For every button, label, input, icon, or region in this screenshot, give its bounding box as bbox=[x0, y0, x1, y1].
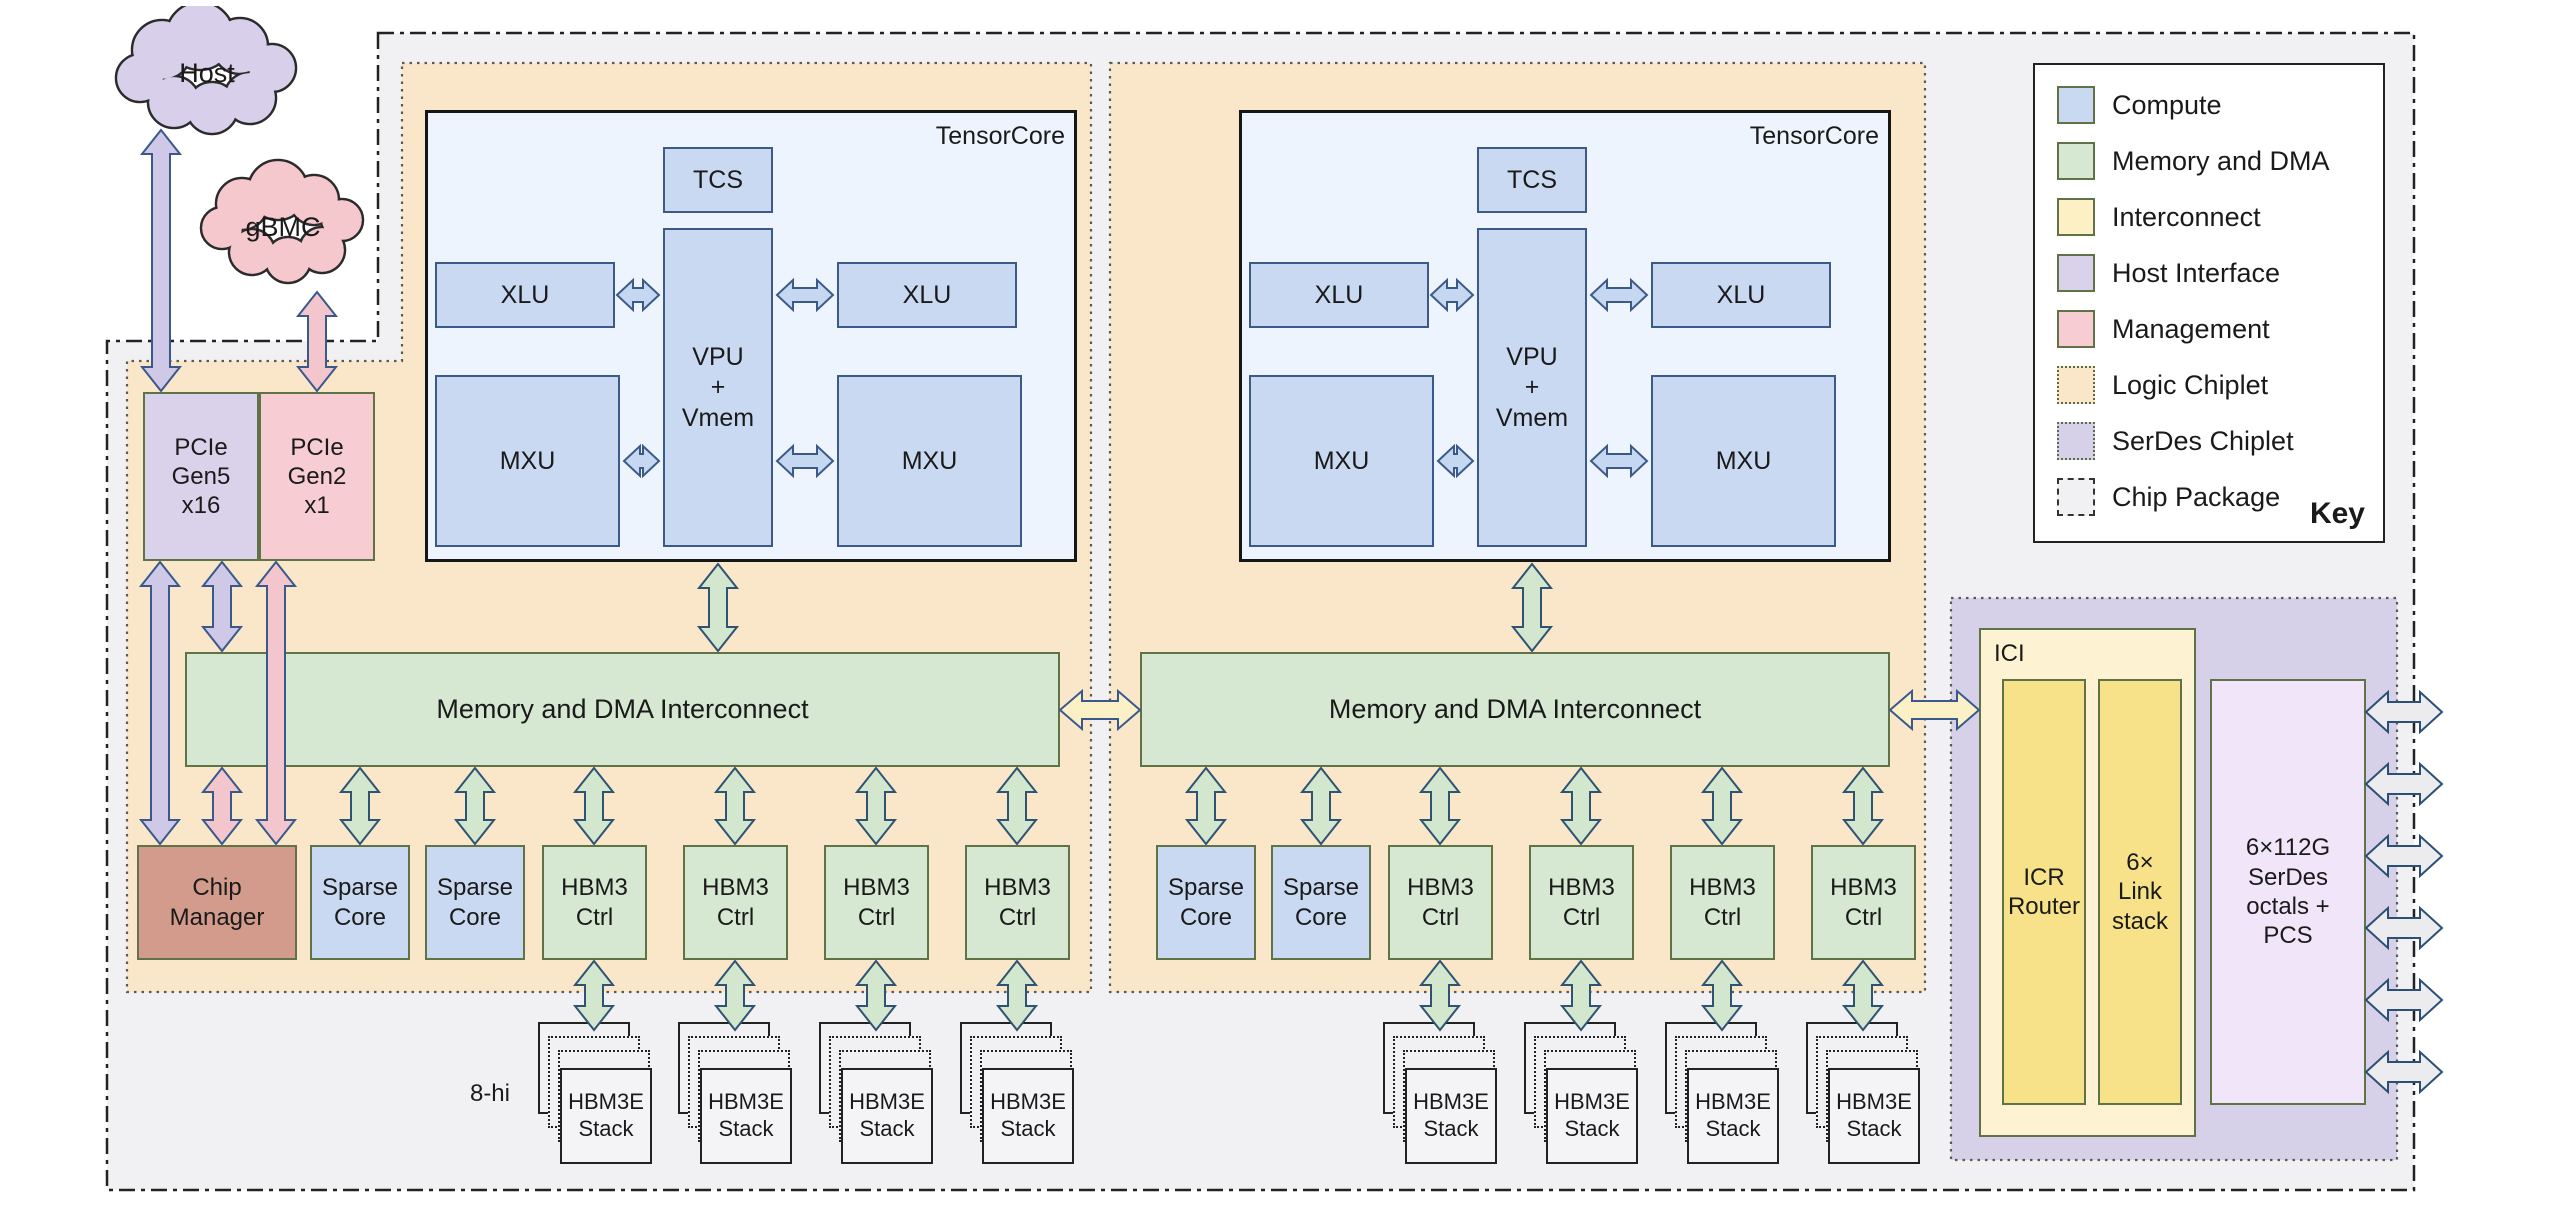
legend-label: Memory and DMA bbox=[2112, 145, 2330, 176]
legend-row: Host Interface bbox=[2057, 254, 2383, 292]
legend-row: Management bbox=[2057, 310, 2383, 348]
vpu-vmem-1: VPU + Vmem bbox=[663, 228, 773, 547]
memory-dma-interconnect-1: Memory and DMA Interconnect bbox=[185, 652, 1060, 767]
legend-swatch-host-interface bbox=[2057, 254, 2095, 292]
legend-title: Key bbox=[2309, 497, 2365, 530]
hbm3-ctrl-2c: HBM3 Ctrl bbox=[1670, 845, 1775, 960]
hbm3e-stack-8: HBM3E Stack bbox=[1806, 1022, 1920, 1164]
legend-row: Logic Chiplet bbox=[2057, 366, 2383, 404]
sparse-core-2a: Sparse Core bbox=[1156, 845, 1256, 960]
hbm3-ctrl-1d: HBM3 Ctrl bbox=[965, 845, 1070, 960]
mxu-right-1: MXU bbox=[837, 375, 1022, 547]
xlu-left-2: XLU bbox=[1249, 262, 1429, 328]
stack-front: HBM3E Stack bbox=[1687, 1068, 1779, 1164]
memory-dma-interconnect-2: Memory and DMA Interconnect bbox=[1140, 652, 1890, 767]
legend-swatch-chip-package bbox=[2057, 478, 2095, 516]
icr-router-block: ICR Router bbox=[2002, 679, 2086, 1105]
stack-front: HBM3E Stack bbox=[700, 1068, 792, 1164]
hbm3e-stack-2: HBM3E Stack bbox=[678, 1022, 792, 1164]
xlu-right-1: XLU bbox=[837, 262, 1017, 328]
hbm3e-stack-7: HBM3E Stack bbox=[1665, 1022, 1779, 1164]
stack-front: HBM3E Stack bbox=[1405, 1068, 1497, 1164]
xlu-left-1: XLU bbox=[435, 262, 615, 328]
tcs-1: TCS bbox=[663, 147, 773, 213]
hbm3e-stack-6: HBM3E Stack bbox=[1524, 1022, 1638, 1164]
legend-label: Host Interface bbox=[2112, 257, 2281, 288]
stack-height-label: 8-hi bbox=[469, 1080, 510, 1107]
serdes-octals-block: 6×112G SerDes octals + PCS bbox=[2210, 679, 2366, 1105]
legend-row: Chip Package bbox=[2057, 478, 2383, 516]
legend-label: SerDes Chiplet bbox=[2112, 425, 2294, 456]
legend-swatch-management bbox=[2057, 310, 2095, 348]
hbm3-ctrl-1c: HBM3 Ctrl bbox=[824, 845, 929, 960]
mxu-left-2: MXU bbox=[1249, 375, 1434, 547]
xlu-right-2: XLU bbox=[1651, 262, 1831, 328]
sparse-core-1b: Sparse Core bbox=[425, 845, 525, 960]
legend-label: Interconnect bbox=[2112, 201, 2261, 232]
stack-front: HBM3E Stack bbox=[982, 1068, 1074, 1164]
sparse-core-1a: Sparse Core bbox=[310, 845, 410, 960]
legend-swatch-serdes-chiplet bbox=[2057, 422, 2095, 460]
stack-front: HBM3E Stack bbox=[1546, 1068, 1638, 1164]
chip-manager-block: Chip Manager bbox=[137, 845, 297, 960]
hbm3-ctrl-1b: HBM3 Ctrl bbox=[683, 845, 788, 960]
stack-front: HBM3E Stack bbox=[1828, 1068, 1920, 1164]
hbm3e-stack-4: HBM3E Stack bbox=[960, 1022, 1074, 1164]
legend-swatch-memory bbox=[2057, 142, 2095, 180]
mxu-right-2: MXU bbox=[1651, 375, 1836, 547]
legend-label: Chip Package bbox=[2112, 481, 2281, 512]
pcie-gen5-block: PCIe Gen5 x16 bbox=[143, 392, 259, 561]
hbm3-ctrl-2b: HBM3 Ctrl bbox=[1529, 845, 1634, 960]
legend-swatch-logic-chiplet bbox=[2057, 366, 2095, 404]
hbm3-ctrl-2d: HBM3 Ctrl bbox=[1811, 845, 1916, 960]
hbm3-ctrl-2a: HBM3 Ctrl bbox=[1388, 845, 1493, 960]
hbm3e-stack-1: HBM3E Stack bbox=[538, 1022, 652, 1164]
mxu-left-1: MXU bbox=[435, 375, 620, 547]
tcs-2: TCS bbox=[1477, 147, 1587, 213]
legend-swatch-compute bbox=[2057, 86, 2095, 124]
legend-row: Compute bbox=[2057, 86, 2383, 124]
legend: Compute Memory and DMA Interconnect Host… bbox=[2033, 63, 2385, 543]
gbmc-cloud-label: gBMC bbox=[245, 212, 320, 242]
tensorcore-2-title: TensorCore bbox=[1749, 122, 1879, 150]
hbm3-ctrl-1a: HBM3 Ctrl bbox=[542, 845, 647, 960]
ici-label: ICI bbox=[1994, 640, 2025, 667]
legend-row: Memory and DMA bbox=[2057, 142, 2383, 180]
legend-label: Compute bbox=[2112, 89, 2222, 120]
hbm3e-stack-5: HBM3E Stack bbox=[1383, 1022, 1497, 1164]
legend-swatch-interconnect bbox=[2057, 198, 2095, 236]
stack-front: HBM3E Stack bbox=[560, 1068, 652, 1164]
stack-front: HBM3E Stack bbox=[841, 1068, 933, 1164]
legend-label: Logic Chiplet bbox=[2112, 369, 2269, 400]
hbm3e-stack-3: HBM3E Stack bbox=[819, 1022, 933, 1164]
legend-row: SerDes Chiplet bbox=[2057, 422, 2383, 460]
pcie-gen2-block: PCIe Gen2 x1 bbox=[259, 392, 375, 561]
host-cloud-label: Host bbox=[179, 58, 235, 88]
legend-label: Management bbox=[2112, 313, 2270, 344]
legend-row: Interconnect bbox=[2057, 198, 2383, 236]
vpu-vmem-2: VPU + Vmem bbox=[1477, 228, 1587, 547]
gbmc-cloud: gBMC bbox=[199, 158, 365, 285]
host-cloud: Host bbox=[114, 6, 298, 136]
link-stack-block: 6× Link stack bbox=[2098, 679, 2182, 1105]
sparse-core-2b: Sparse Core bbox=[1271, 845, 1371, 960]
tensorcore-1-title: TensorCore bbox=[935, 122, 1065, 150]
